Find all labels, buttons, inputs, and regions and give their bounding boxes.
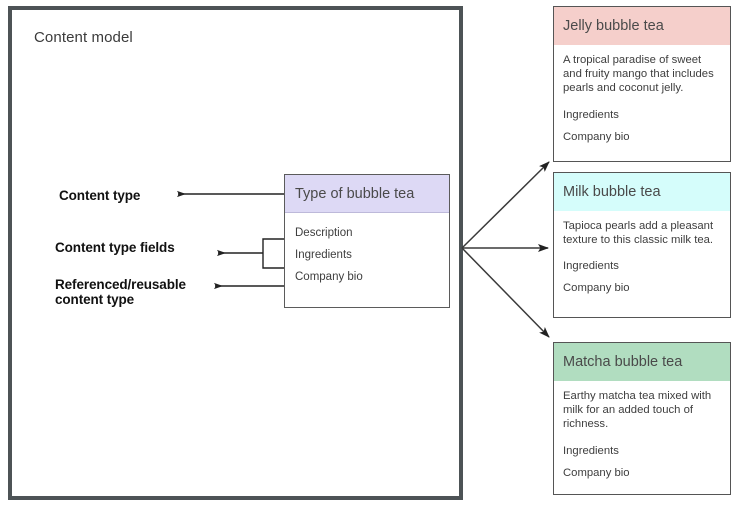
card-field: Company bio [563,130,630,143]
entity-field-list: Description Ingredients Company bio [285,213,449,288]
card-milk-bubble-tea[interactable]: Milk bubble tea Tapioca pearls add a ple… [553,172,731,318]
arrow-to-matcha [461,247,550,338]
entity-header: Type of bubble tea [285,175,449,213]
annotation-referenced-content-type: Referenced/reusable content type [55,277,186,307]
card-field: Ingredients [563,444,619,457]
card-jelly-bubble-tea[interactable]: Jelly bubble tea A tropical paradise of … [553,6,731,162]
entity-field: Ingredients [295,249,352,261]
card-description: Earthy matcha tea mixed with milk for an… [563,390,712,431]
card-description: A tropical paradise of sweet and fruity … [563,54,714,95]
card-description: Tapioca pearls add a pleasant texture to… [563,220,714,247]
annotation-content-type: Content type [59,188,141,203]
card-title: Matcha bubble tea [563,354,683,370]
card-field: Company bio [563,282,630,295]
entity-type-of-bubble-tea[interactable]: Type of bubble tea Description Ingredien… [284,174,450,308]
card-header: Jelly bubble tea [554,7,730,45]
card-body: Earthy matcha tea mixed with milk for an… [554,381,730,490]
card-header: Matcha bubble tea [554,343,730,381]
page-title: Content model [34,29,133,46]
entity-field: Description [295,227,353,239]
card-field: Company bio [563,466,630,479]
card-header: Milk bubble tea [554,173,730,211]
card-body: A tropical paradise of sweet and fruity … [554,45,730,154]
card-body: Tapioca pearls add a pleasant texture to… [554,211,730,305]
card-matcha-bubble-tea[interactable]: Matcha bubble tea Earthy matcha tea mixe… [553,342,731,495]
card-field: Ingredients [563,260,619,273]
annotation-content-type-fields: Content type fields [55,240,175,255]
arrow-to-jelly [461,161,550,249]
entity-field: Company bio [295,271,363,283]
entity-title: Type of bubble tea [295,185,415,202]
card-title: Jelly bubble tea [563,18,664,34]
card-field: Ingredients [563,108,619,121]
card-title: Milk bubble tea [563,184,661,200]
